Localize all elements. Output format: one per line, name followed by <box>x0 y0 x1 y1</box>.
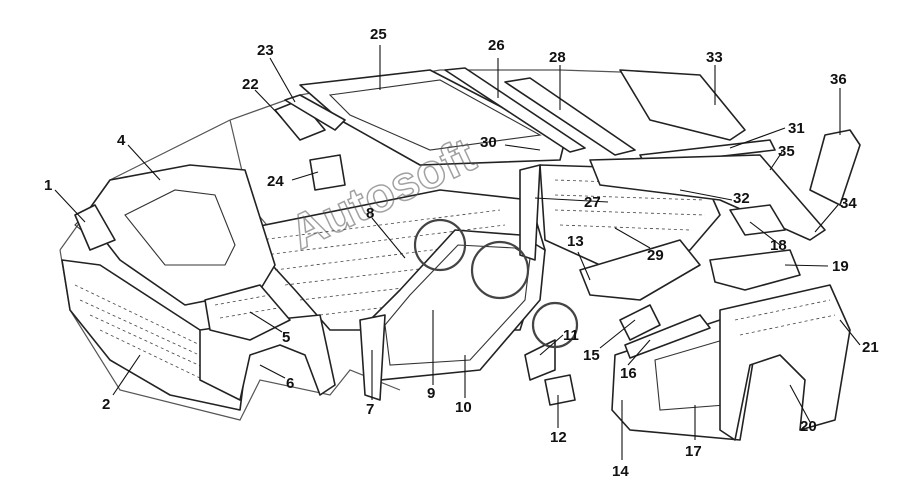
small-parts <box>524 304 711 406</box>
callout-2: 2 <box>102 396 110 413</box>
callout-27: 27 <box>584 194 601 211</box>
pillar-trims <box>359 164 541 401</box>
leader-lines <box>54 45 861 460</box>
callout-17: 17 <box>685 443 702 460</box>
callout-34: 34 <box>840 195 857 212</box>
callout-20: 20 <box>800 418 817 435</box>
callout-16: 16 <box>620 365 637 382</box>
callout-28: 28 <box>549 49 566 66</box>
rear-side-pieces <box>579 204 801 301</box>
center-insulation-pad <box>204 284 291 341</box>
callout-21: 21 <box>862 339 879 356</box>
rear-vertical-bracket <box>809 129 861 206</box>
roof-rails <box>444 67 636 156</box>
callout-23: 23 <box>257 42 274 59</box>
front-strip <box>74 204 116 251</box>
callout-36: 36 <box>830 71 847 88</box>
callout-14: 14 <box>612 463 629 480</box>
callout-25: 25 <box>370 26 387 43</box>
callout-13: 13 <box>567 233 584 250</box>
callout-35: 35 <box>778 143 795 160</box>
callout-18: 18 <box>770 237 787 254</box>
callout-6: 6 <box>286 375 294 392</box>
callout-31: 31 <box>788 120 805 137</box>
callout-29: 29 <box>647 247 664 264</box>
callout-26: 26 <box>488 37 505 54</box>
hood-insulation-pad <box>74 164 276 306</box>
callout-7: 7 <box>366 401 374 418</box>
callout-labels: 1 2 4 5 6 7 8 9 10 11 12 13 14 15 16 17 … <box>44 26 879 480</box>
callout-32: 32 <box>733 190 750 207</box>
callout-8: 8 <box>366 205 374 222</box>
callout-12: 12 <box>550 429 567 446</box>
callout-1: 1 <box>44 177 52 194</box>
callout-30: 30 <box>480 134 497 151</box>
callout-33: 33 <box>706 49 723 66</box>
callout-5: 5 <box>282 329 290 346</box>
callout-11: 11 <box>563 327 579 344</box>
callout-9: 9 <box>427 385 435 402</box>
callout-19: 19 <box>832 258 849 275</box>
callout-24: 24 <box>267 173 284 190</box>
rear-wheel-arch-liner <box>719 284 851 441</box>
callout-15: 15 <box>583 347 600 364</box>
callout-10: 10 <box>455 399 472 416</box>
callout-22: 22 <box>242 76 259 93</box>
callout-4: 4 <box>117 132 126 149</box>
upper-small-parts <box>274 94 346 191</box>
